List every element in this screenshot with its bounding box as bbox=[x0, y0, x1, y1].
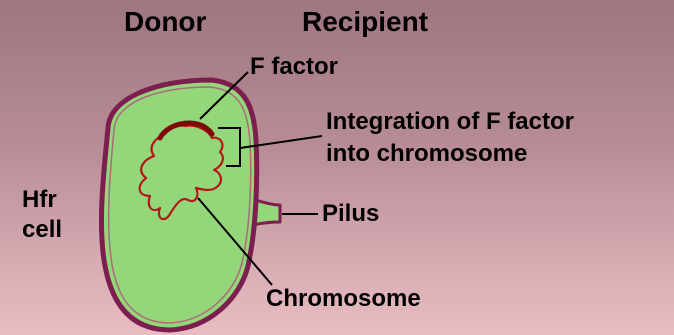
chromosome-label: Chromosome bbox=[266, 285, 421, 313]
cell-body bbox=[101, 80, 256, 330]
pilus-label: Pilus bbox=[322, 200, 379, 228]
donor-label: Donor bbox=[124, 6, 206, 38]
hfr-label-line2: cell bbox=[22, 216, 62, 244]
recipient-label: Recipient bbox=[302, 6, 428, 38]
f-factor-label: F factor bbox=[250, 53, 338, 81]
integration-label-line1: Integration of F factor bbox=[326, 108, 574, 136]
hfr-label-line1: Hfr bbox=[22, 186, 57, 214]
integration-label-line2: into chromosome bbox=[326, 140, 527, 168]
